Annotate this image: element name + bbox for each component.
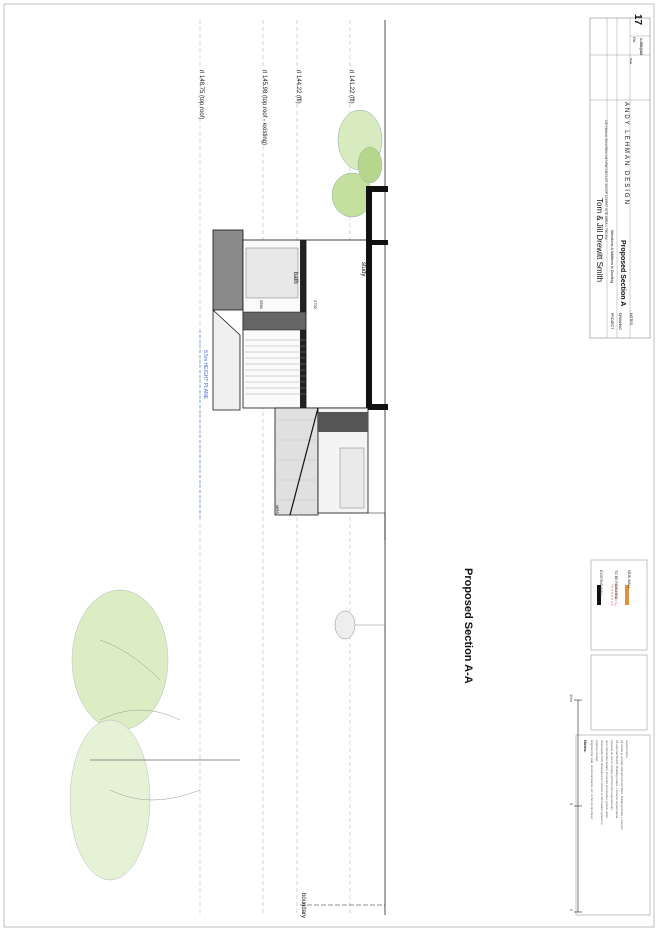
scale-label-0: 0: [569, 909, 574, 912]
legend-swatch-existing: [597, 585, 601, 605]
drawing-title: Proposed Section A-A: [462, 568, 474, 684]
building-section: [212, 186, 388, 540]
existing-wall: [366, 186, 372, 410]
notes-line-7: All works to comply with all relevant BC…: [620, 740, 624, 830]
notes-line-4: new connection details, Council's stormw…: [605, 740, 609, 819]
dim-2550: 2550: [259, 300, 264, 309]
level-label-ffl-upper: rl 144.22 (ffl): [295, 70, 301, 104]
drawing-label: DRAWING: [618, 313, 622, 330]
legend-label-remove: TO BE REMOVED: [614, 570, 618, 600]
shrub-icon: [334, 610, 385, 640]
notes-line-3: Stormwater from downpipes to connect to …: [600, 740, 604, 825]
garage-roof: [274, 407, 319, 516]
date-label: Date: [629, 58, 633, 65]
dim-2700: 2700: [313, 300, 318, 309]
sheet-border: [3, 3, 655, 928]
lower-floor: [305, 239, 371, 409]
scale-label-10: 10m: [569, 694, 574, 702]
tree-right-icon: [331, 109, 383, 218]
level-label-top-roof: rl 148.75 (top roof): [198, 70, 204, 120]
room-label-bath: bath: [292, 272, 298, 284]
scale-bar: [574, 699, 582, 913]
notes-line-8: requirements.: [625, 740, 629, 759]
legend-label-new: NEW WALL: [627, 570, 631, 589]
notes-line-5: required on site to comply with Council …: [610, 740, 614, 811]
notes-line-6: All external BASIX, Building Codes + Cou…: [615, 740, 619, 819]
title-block: [589, 17, 651, 339]
level-lines: [199, 20, 351, 915]
project-name: Alterations & Additions to Dwelling: [610, 230, 614, 284]
notes-box: [575, 734, 651, 916]
room-label-mrs: MRS: [275, 505, 280, 514]
notes-line-2: engineer design.: [595, 740, 599, 763]
site-address: 135 Hanson Street Beecroft NSW 2119 LOT …: [604, 120, 608, 240]
scale-label-5: 5: [569, 803, 574, 806]
sheet-number: 17: [632, 14, 643, 26]
firm-name: ANDY LEHMAN DESIGN: [623, 102, 629, 206]
legend-label-existing: EXISTING WALL: [599, 570, 603, 597]
legend-swatch-new: [625, 585, 629, 605]
legend-box: [590, 559, 648, 651]
level-label-existing-roof: rl 145.98 (top roof - existing): [261, 70, 267, 146]
client-name: Tom & Jill Drewitt Smith: [595, 198, 604, 283]
height-plane-label: 8.5m HEIGHT PLANE: [202, 350, 208, 400]
tree-large-icon: [69, 589, 240, 881]
notes-heading: Notes:: [583, 740, 588, 753]
scale-text: 1:100@A3: [639, 38, 643, 55]
room-label-study: study: [360, 262, 366, 277]
abbrev-box: [590, 654, 648, 731]
legend-swatch-remove: [611, 584, 617, 606]
notes-label: NOTES: [629, 313, 633, 326]
revision: DA: [632, 37, 637, 43]
drawing-name: Proposed Section A: [619, 240, 626, 307]
project-label: PROJECT: [610, 313, 614, 330]
upper-roof-block: [212, 229, 244, 311]
level-label-ffl-lower: rl 141.22 (ffl): [348, 70, 354, 104]
notes-line-1: Engineering: slab, structural beams, etc…: [590, 740, 594, 819]
boundary-label: boundary: [300, 893, 306, 919]
